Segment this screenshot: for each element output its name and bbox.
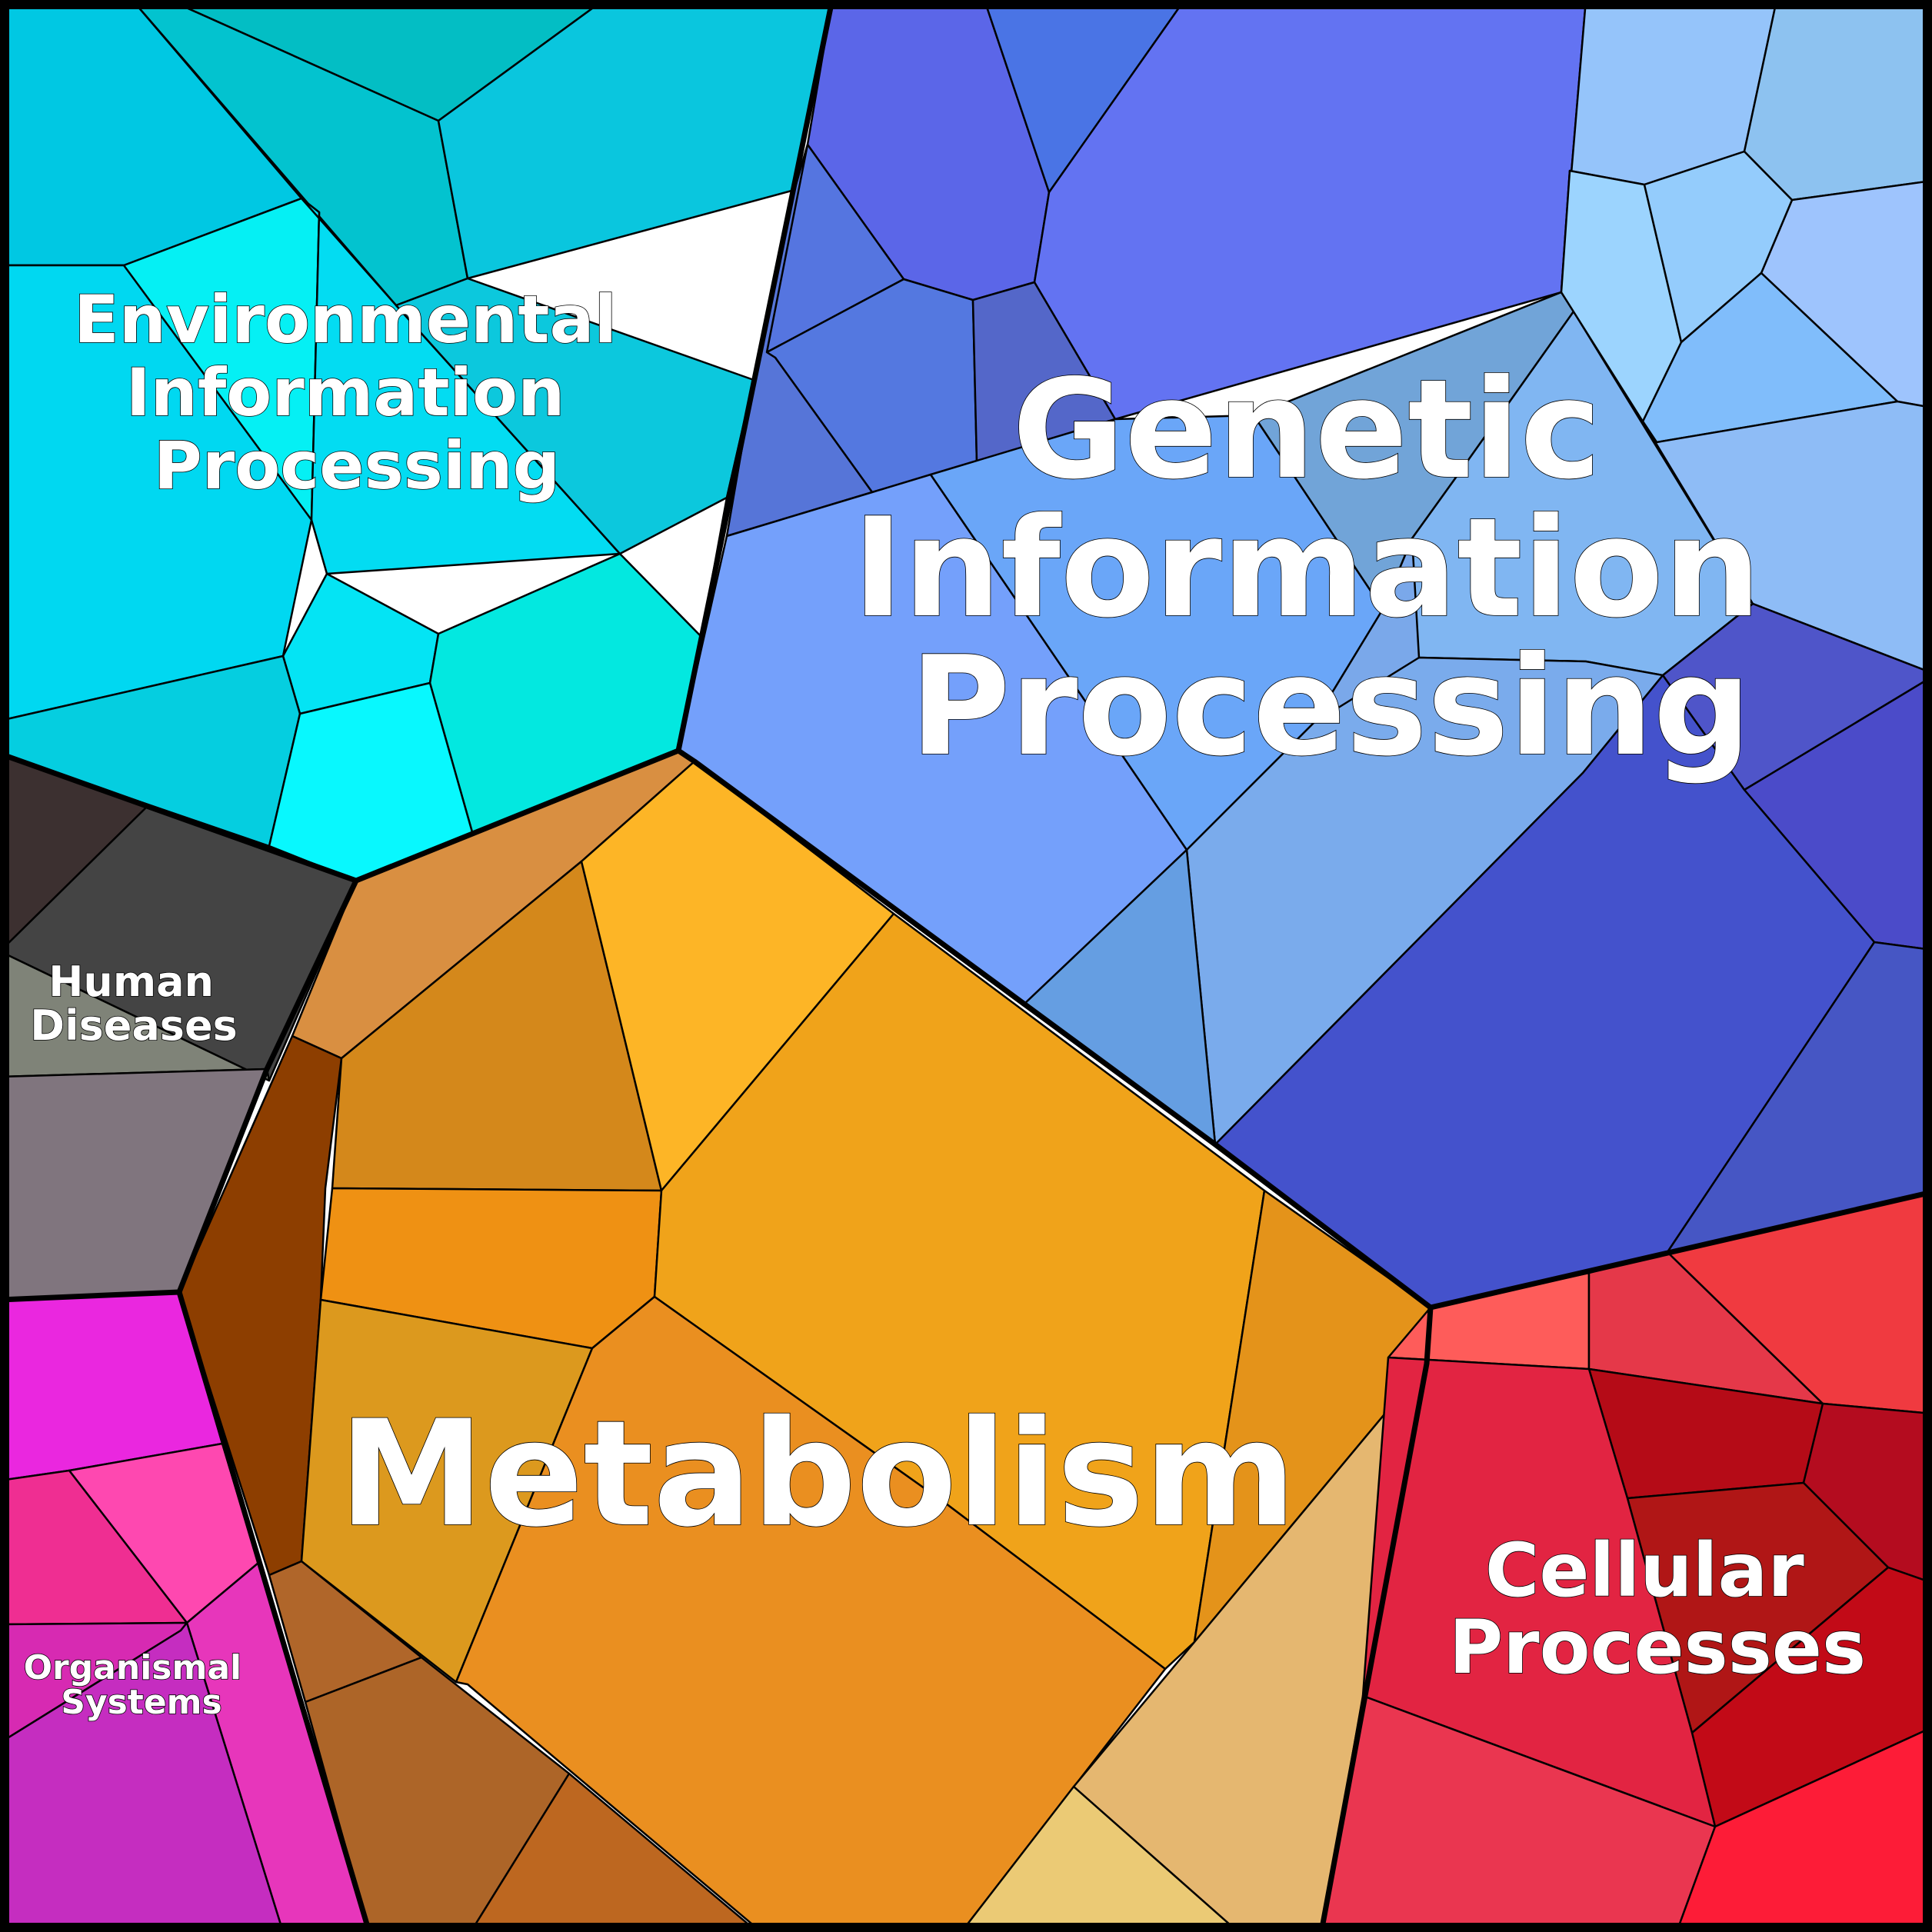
- region-organismal: [0, 1291, 371, 1932]
- label-human: Human Diseases: [30, 958, 237, 1050]
- cell-cel-10: [1675, 1726, 1932, 1932]
- region-metabolism: [178, 749, 1432, 1932]
- label-genetic: Genetic Information Processing: [852, 350, 1808, 786]
- region-genetic: [677, 0, 1932, 1309]
- cell-met-9: [455, 1295, 1167, 1932]
- region-environmental: [0, 0, 834, 882]
- label-organismal: Organismal Systems: [24, 1648, 254, 1722]
- cell-org-6: [0, 1621, 285, 1932]
- cell-met-12: [469, 1772, 759, 1932]
- region-cellular: [1320, 1191, 1932, 1932]
- label-metabolism: Metabolism: [339, 1389, 1297, 1559]
- cell-gen-21: [1641, 400, 1932, 675]
- label-cellular: Cellular Processes: [1449, 1527, 1866, 1690]
- cell-gen-19: [1643, 150, 1794, 344]
- cell-env-8: [0, 264, 313, 722]
- label-environmental: Environmental Information Processing: [74, 281, 640, 505]
- cell-gen-17: [1743, 0, 1932, 202]
- cell-gen-25: [1666, 941, 1932, 1254]
- cell-met-14: [960, 1785, 1240, 1932]
- cell-env-4: [437, 0, 834, 280]
